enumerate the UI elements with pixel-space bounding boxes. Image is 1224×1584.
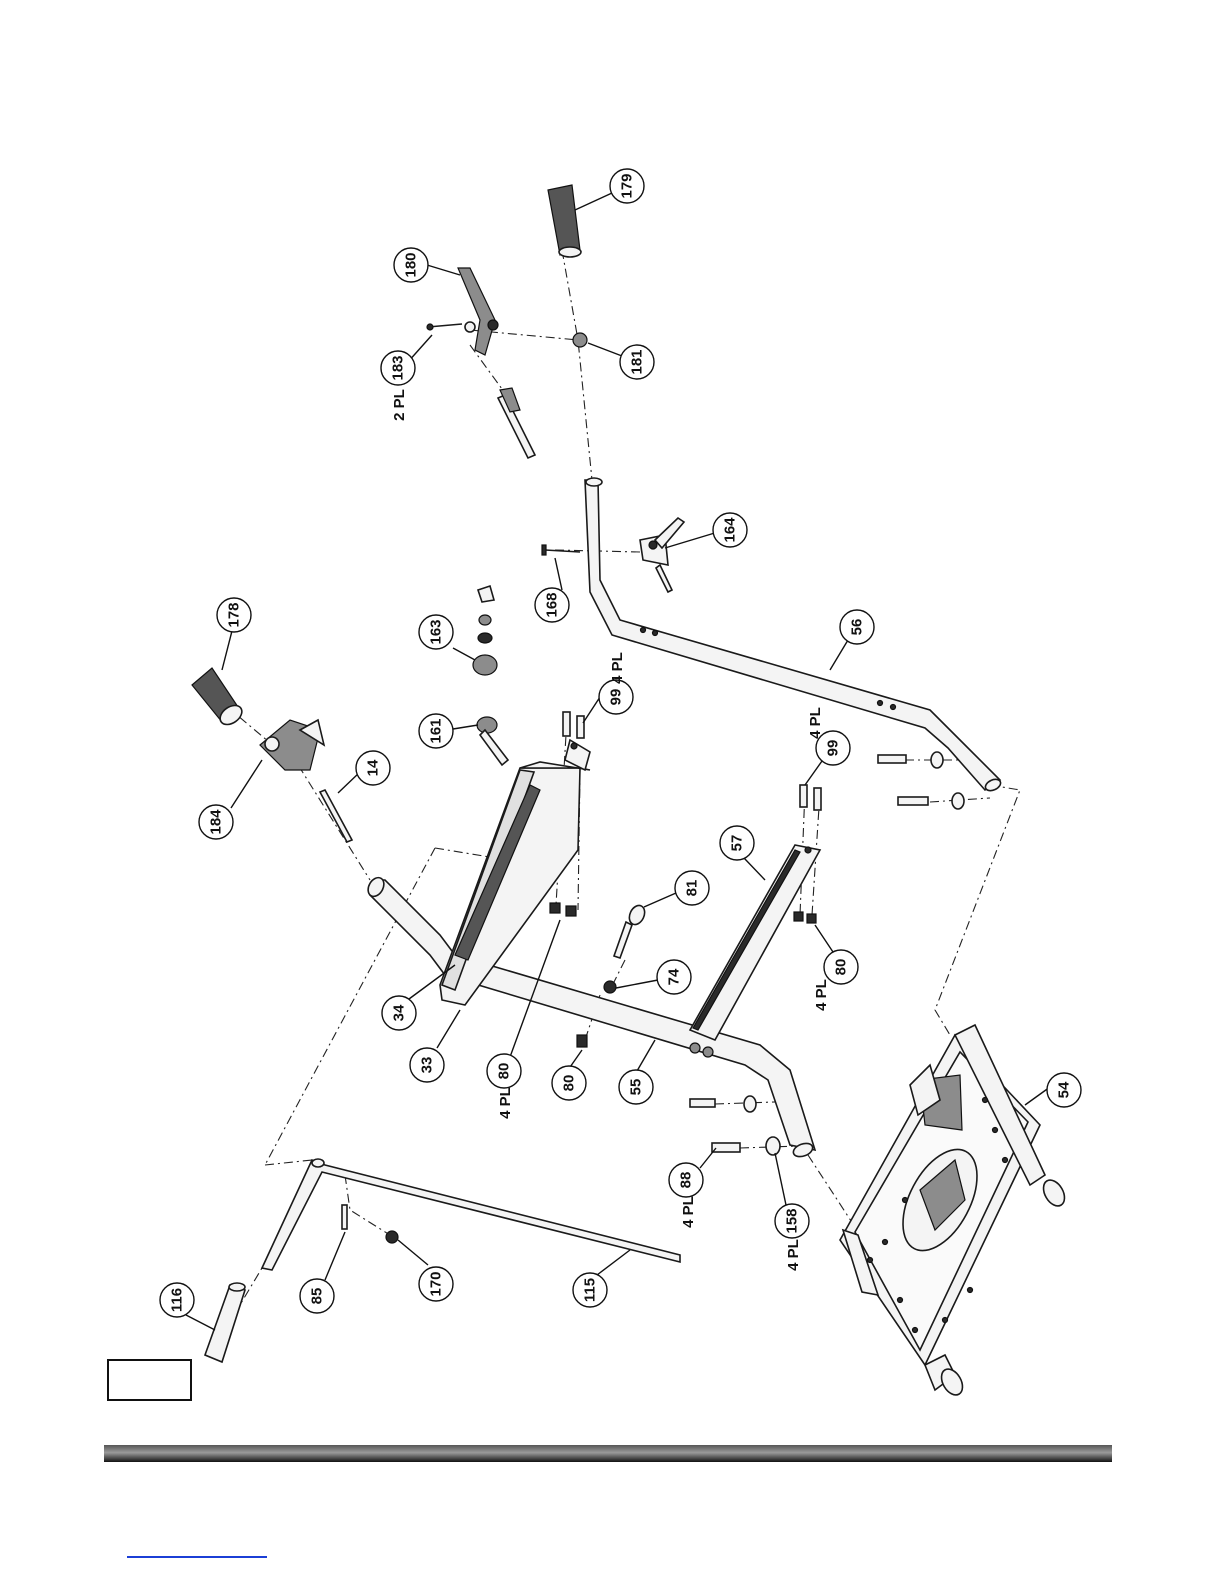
callout-80-a: 80 <box>487 1054 521 1088</box>
callout-181: 181 <box>620 345 654 379</box>
qty-99-right: 4 PL <box>807 707 824 739</box>
callout-label: 164 <box>722 517 739 543</box>
callout-116: 116 <box>160 1283 194 1317</box>
lever-assembly-184 <box>260 720 324 770</box>
callout-label: 14 <box>365 759 382 776</box>
callout-label: 178 <box>226 602 243 627</box>
callout-14: 14 <box>356 751 390 785</box>
callout-label: 74 <box>666 968 683 985</box>
callout-34: 34 <box>382 996 416 1030</box>
callout-label: 181 <box>629 349 646 374</box>
callout-163: 163 <box>419 615 453 649</box>
lower-handle-55 <box>365 875 815 1159</box>
cable <box>498 388 535 458</box>
callout-label: 180 <box>403 252 420 277</box>
callout-label: 33 <box>419 1057 436 1074</box>
callout-label: 179 <box>619 173 636 198</box>
page-number-box <box>107 1359 192 1401</box>
callout-label: 168 <box>544 592 561 617</box>
callout-56: 56 <box>840 610 874 644</box>
callout-170: 170 <box>419 1267 453 1301</box>
callout-label: 81 <box>684 880 701 897</box>
grip-116 <box>205 1283 245 1362</box>
qty-88: 4 PL <box>680 1196 697 1228</box>
latch-164 <box>640 518 684 592</box>
callout-81: 81 <box>675 871 709 905</box>
spring-14 <box>320 790 352 842</box>
callout-158: 158 <box>775 1204 809 1238</box>
callout-label: 115 <box>582 1278 599 1302</box>
callout-80-b: 80 <box>552 1066 586 1100</box>
rod-115 <box>262 1159 680 1270</box>
callout-label: 183 <box>390 355 407 380</box>
callout-33: 33 <box>410 1048 444 1082</box>
callout-178: 178 <box>217 598 251 632</box>
callout-54: 54 <box>1047 1073 1081 1107</box>
callout-80-c: 80 <box>824 950 858 984</box>
bracket-57 <box>690 845 820 1040</box>
callout-label: 80 <box>496 1063 513 1080</box>
callout-74: 74 <box>657 960 691 994</box>
callout-label: 163 <box>428 619 445 644</box>
callout-label: 34 <box>391 1004 408 1021</box>
footer-rule <box>104 1445 1112 1462</box>
callout-label: 184 <box>208 809 225 835</box>
eye-bolt-81 <box>614 903 648 958</box>
callout-label: 56 <box>849 619 866 636</box>
callout-label: 88 <box>678 1172 695 1189</box>
lever-180 <box>458 268 498 355</box>
callout-label: 57 <box>729 835 746 852</box>
callout-label: 99 <box>825 740 842 757</box>
footer-link-underline[interactable] <box>127 1556 267 1558</box>
callout-label: 85 <box>309 1288 326 1305</box>
callout-85: 85 <box>300 1279 334 1313</box>
callout-168: 168 <box>535 588 569 622</box>
callout-label: 170 <box>428 1271 445 1296</box>
callout-164: 164 <box>713 513 747 547</box>
callout-label: 116 <box>169 1288 186 1312</box>
tray-33-34 <box>440 740 590 1005</box>
grip-179 <box>548 185 581 257</box>
upper-handle-56 <box>585 478 1002 793</box>
callout-115: 115 <box>573 1273 607 1307</box>
callout-label: 55 <box>628 1079 645 1096</box>
callout-88: 88 <box>669 1163 703 1197</box>
callout-label: 161 <box>428 718 445 743</box>
qty-183: 2 PL <box>391 389 408 421</box>
callout-184: 184 <box>199 805 233 839</box>
callout-label: 99 <box>608 689 625 706</box>
qty-80-c: 4 PL <box>813 979 830 1011</box>
knob-assembly-161-163 <box>473 586 508 765</box>
callout-180: 180 <box>394 248 428 282</box>
fasteners <box>342 324 964 1243</box>
qty-80-a: 4 PL <box>497 1087 514 1119</box>
qty-99-top: 4 PL <box>609 652 626 684</box>
callout-183: 183 <box>381 351 415 385</box>
callout-161: 161 <box>419 714 453 748</box>
base-plate-54 <box>840 1025 1069 1399</box>
qty-158: 4 PL <box>785 1239 802 1271</box>
callout-label: 80 <box>833 959 850 976</box>
grip-178 <box>192 668 245 728</box>
callout-label: 158 <box>784 1208 801 1233</box>
callout-57: 57 <box>720 826 754 860</box>
callout-label: 80 <box>561 1075 578 1092</box>
callout-99-top: 99 <box>599 680 633 714</box>
callout-179: 179 <box>610 169 644 203</box>
callout-label: 54 <box>1056 1081 1073 1098</box>
callout-55: 55 <box>619 1070 653 1104</box>
